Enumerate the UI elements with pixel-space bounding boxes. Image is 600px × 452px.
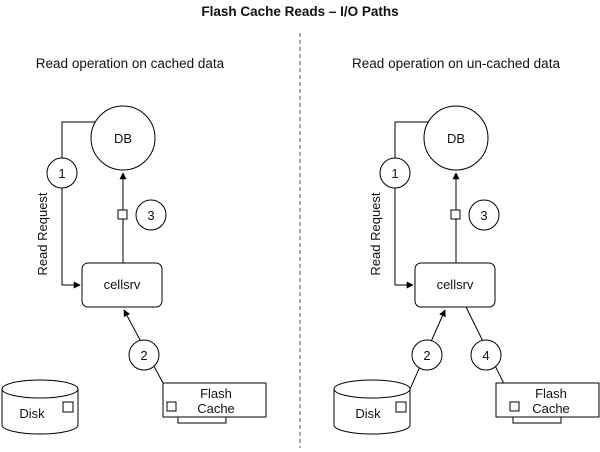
left-flash-cache-card <box>162 382 267 418</box>
right-subtitle: Read operation on un-cached data <box>352 56 560 71</box>
left-flash-label-1: Flash <box>200 386 232 401</box>
left-step-2-number: 2 <box>140 348 147 363</box>
right-step-3-number: 3 <box>480 208 487 223</box>
left-disk-body <box>1 389 79 435</box>
left-panel: Read operation on cached data DB cellsrv… <box>1 56 267 435</box>
right-step-4-number: 4 <box>482 348 489 363</box>
left-disk-block <box>62 401 74 413</box>
right-data-block <box>450 209 461 220</box>
left-flash-cache-node: Flash Cache <box>162 382 267 424</box>
right-disk-block <box>395 401 407 413</box>
right-disk-label: Disk <box>355 406 381 421</box>
left-step-2-badge <box>128 339 160 371</box>
right-flash-label-1: Flash <box>535 386 567 401</box>
right-flash-cache-node: Flash Cache <box>495 382 600 424</box>
right-flash-label-2: Cache <box>532 401 570 416</box>
left-db-node <box>90 105 156 171</box>
left-disk-node: Disk <box>1 379 79 435</box>
diagram-title: Flash Cache Reads – I/O Paths <box>201 4 398 19</box>
left-disk-top <box>1 379 79 399</box>
right-step-1-badge <box>379 157 411 189</box>
left-cellsrv-label: cellsrv <box>104 277 141 292</box>
right-read-request-arrow <box>394 121 428 289</box>
left-disk-label: Disk <box>19 406 45 421</box>
right-cellsrv-label: cellsrv <box>437 277 474 292</box>
right-step-2-badge <box>411 339 443 371</box>
left-step-1-badge <box>46 157 78 189</box>
right-read-request-label: Read Request <box>368 192 383 275</box>
right-cellsrv-node <box>414 262 496 308</box>
right-step-3-badge <box>468 199 500 231</box>
right-db-label: DB <box>447 131 465 146</box>
left-read-request-arrow <box>61 121 95 289</box>
left-db-label: DB <box>114 131 132 146</box>
right-panel: Read operation on un-cached data DB cell… <box>333 56 600 435</box>
right-disk-body <box>333 389 411 435</box>
right-disk-top <box>333 379 411 399</box>
left-step-3-badge <box>135 199 167 231</box>
left-step-3-number: 3 <box>147 208 154 223</box>
left-cellsrv-node <box>81 262 163 308</box>
right-step-2-number: 2 <box>423 348 430 363</box>
right-step-4-badge <box>470 339 502 371</box>
left-data-block <box>117 209 128 220</box>
left-step-1-number: 1 <box>58 166 65 181</box>
right-step-1-number: 1 <box>391 166 398 181</box>
left-flash-cache-block <box>166 401 177 412</box>
right-db-node <box>423 105 489 171</box>
left-subtitle: Read operation on cached data <box>36 56 225 71</box>
right-disk-node: Disk <box>333 379 411 435</box>
right-flash-cache-block <box>509 401 520 412</box>
left-flash-label-2: Cache <box>197 401 235 416</box>
left-read-request-label: Read Request <box>35 192 50 275</box>
